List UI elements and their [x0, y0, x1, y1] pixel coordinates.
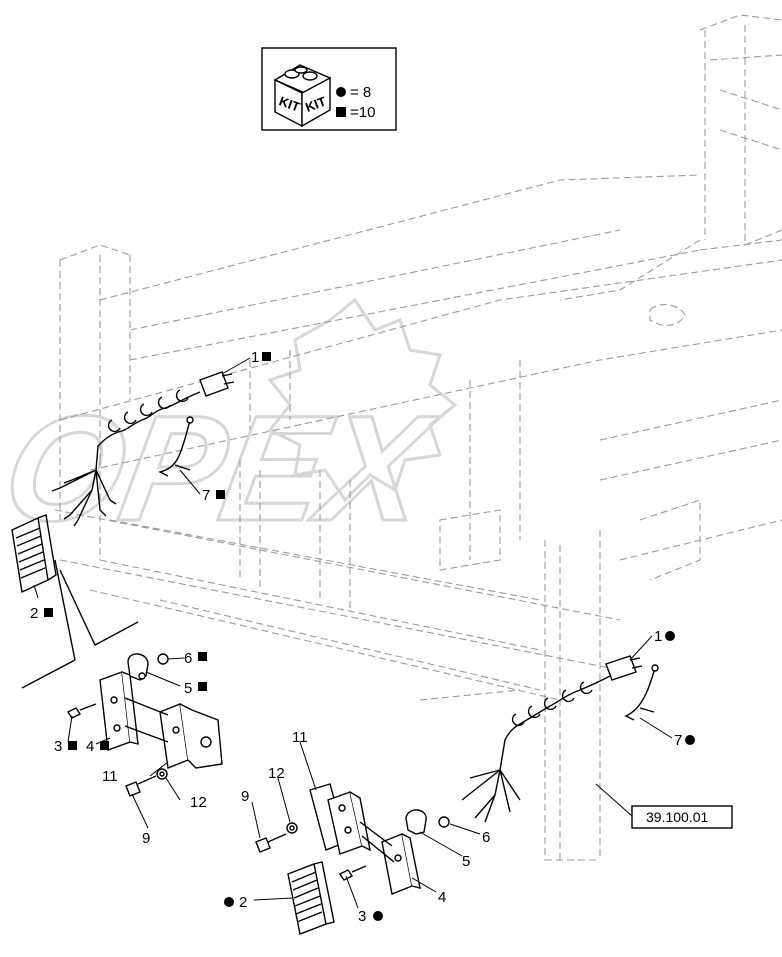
frame-main-beam-top [59, 259, 782, 471]
callout-7-square: 7 [202, 487, 210, 504]
kit-icon: KIT KIT [273, 64, 332, 128]
circle-marker-icon [224, 897, 234, 907]
harness-left-plug [221, 373, 235, 385]
callouts: 1 7 2 6 5 3 4 11 12 9 11 12 9 6 5 4 3 2 … [30, 349, 695, 925]
kit-label-left: KIT [277, 93, 302, 114]
frame-right-arm [599, 399, 782, 581]
lamp-right-lens [291, 871, 323, 923]
harness-left [51, 371, 235, 527]
reference-box-frame [631, 805, 733, 829]
square-marker-icon [198, 652, 207, 661]
bracket-assembly-right [255, 783, 450, 895]
assembly-left-leader-lines [21, 559, 139, 689]
nut-left-6 [157, 653, 169, 665]
frame-main-beam-bottom [54, 509, 621, 701]
ground-wire-right [624, 664, 659, 721]
frame-rear-hook [709, 54, 782, 151]
harness-left-cable [59, 391, 201, 521]
harness-right-connector [605, 655, 637, 681]
harness-right-cable [461, 675, 611, 823]
bolt-right-3 [338, 869, 354, 881]
kit-label-right: KIT [303, 94, 328, 115]
bolt-left-3 [66, 707, 82, 719]
callout-9-left: 9 [142, 830, 150, 847]
kit-box: KIT KIT = 8 =10 [261, 47, 397, 131]
callout-6-plain: 6 [482, 829, 490, 846]
callout-3-circle: 3 [358, 908, 366, 925]
frame-right-post [544, 530, 601, 861]
callout-12-left: 12 [190, 794, 207, 811]
leader-lines [33, 357, 673, 909]
callout-4-square: 4 [86, 738, 94, 755]
frame-detail-a [649, 304, 686, 326]
callout-5-plain: 5 [462, 853, 470, 870]
bolt-right-9 [255, 837, 271, 853]
square-marker-icon [216, 490, 225, 499]
legend-circle-text: = 8 [350, 84, 371, 101]
frame-top-beam [99, 174, 782, 361]
callout-12-right: 12 [268, 765, 285, 782]
legend-square-icon [336, 107, 346, 117]
bolt-left-9 [125, 781, 141, 797]
reference-box[interactable]: 39.100.01 [631, 805, 733, 829]
callout-2-circle: 2 [239, 894, 247, 911]
harness-left-connector [199, 371, 229, 397]
nut-right-6 [438, 816, 450, 828]
circle-marker-icon [373, 911, 383, 921]
frame-detail-c [419, 509, 521, 701]
callout-11-left: 11 [102, 768, 118, 785]
lamp-left-lens [15, 527, 46, 579]
bracket-assembly-left [21, 559, 223, 797]
legend-square-text: =10 [350, 104, 375, 121]
ground-wire-right-path [624, 667, 656, 721]
lamp-right [287, 861, 335, 935]
square-marker-icon [198, 682, 207, 691]
square-marker-icon [68, 741, 77, 750]
callout-1-circle: 1 [654, 628, 662, 645]
callout-9-right: 9 [241, 788, 249, 805]
frame-left-post [59, 244, 131, 470]
lamp-right-body [287, 863, 327, 935]
callout-3-square: 3 [54, 738, 62, 755]
frame-lower-rail [99, 519, 541, 691]
circle-marker-icon [665, 631, 675, 641]
watermark-gear [267, 297, 458, 503]
circle-marker-icon [685, 735, 695, 745]
callout-5-square: 5 [184, 680, 192, 697]
watermark: OPEX [0, 297, 458, 554]
harness-right [461, 655, 643, 823]
frame-rear-tower [559, 14, 782, 301]
watermark-text: OPEX [0, 385, 447, 553]
square-marker-icon [100, 741, 109, 750]
callout-2-square: 2 [30, 605, 38, 622]
harness-left-coils [107, 389, 189, 433]
callout-4-plain: 4 [438, 889, 446, 906]
ground-wire-left-path [157, 419, 191, 477]
legend-circle-icon [336, 87, 346, 97]
reference-label[interactable]: 39.100.01 [646, 809, 708, 825]
callout-1-square: 1 [251, 349, 259, 366]
harness-right-coils [511, 681, 593, 727]
lamp-left [11, 514, 57, 594]
callout-7-circle: 7 [674, 732, 682, 749]
bracket-right-clamp [405, 809, 427, 835]
square-marker-icon [44, 608, 53, 617]
callout-11-right: 11 [292, 729, 308, 746]
harness-left-terminals [51, 479, 117, 527]
callout-6-square: 6 [184, 650, 192, 667]
square-marker-icon [262, 352, 271, 361]
ground-wire-left [157, 416, 194, 477]
frame-detail-b [239, 460, 351, 610]
